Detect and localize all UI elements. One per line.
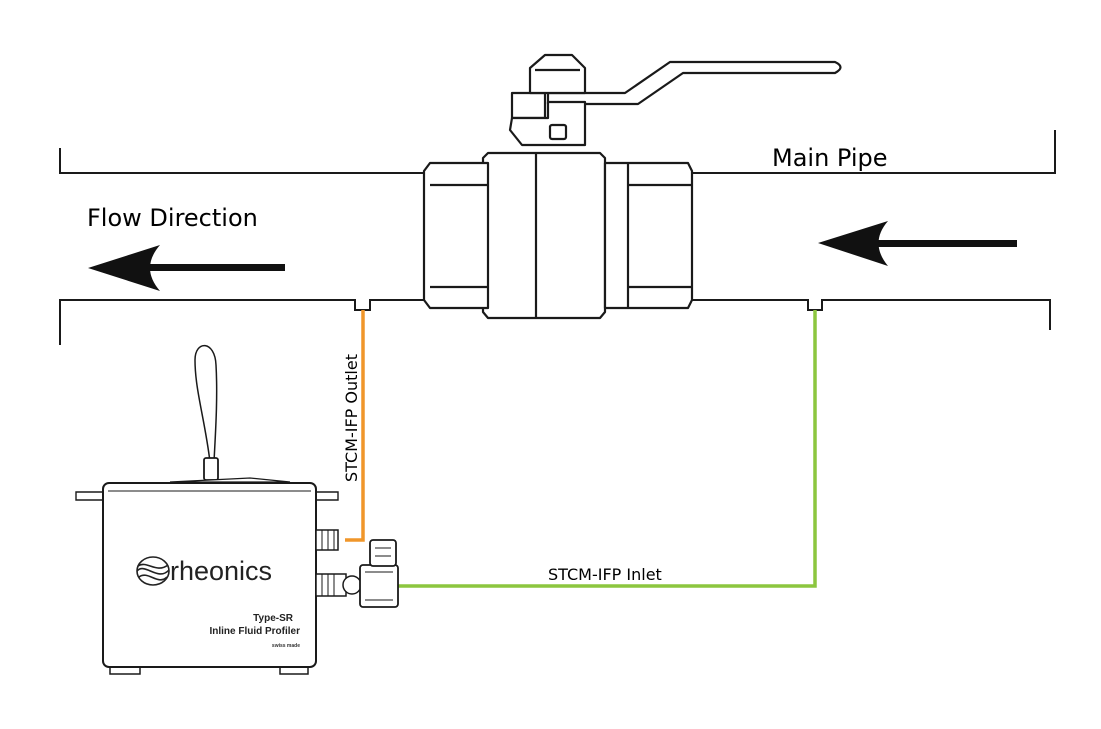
valve-left-hex-line: [430, 183, 488, 289]
device-type: Type-SR: [253, 613, 294, 624]
pipe-bottom-wall-left: [59, 299, 430, 345]
flow-arrow-left: [88, 245, 285, 291]
flow-arrow-right-shaft: [855, 240, 1017, 247]
outlet-label: STCM-IFP Outlet: [342, 354, 361, 482]
solenoid-cap: [369, 539, 397, 567]
valve-body-center: [481, 151, 607, 320]
fluid-profiler-device: [75, 344, 399, 675]
device-top-plate: [169, 477, 291, 483]
ball-valve: [422, 53, 842, 320]
outlet-fitting: [315, 529, 339, 551]
device-cable: [194, 344, 218, 463]
pipe-top-wall-left: [59, 148, 430, 174]
outlet-line: [345, 310, 365, 542]
inlet-label: STCM-IFP Inlet: [548, 565, 662, 584]
valve-handle-lever: [546, 60, 842, 106]
inlet-line: [398, 310, 817, 588]
outlet-fitting-threads: [321, 530, 335, 550]
valve-nut: [528, 53, 587, 95]
flow-arrow-right-head: [818, 221, 888, 266]
valve-right-hex: [603, 161, 694, 310]
inlet-fitting-threads: [321, 574, 335, 596]
device-connector: [203, 457, 219, 481]
solenoid-coil: [359, 564, 399, 608]
valve-left-hex: [422, 161, 490, 310]
pipe-bottom-wall-right: [688, 299, 1051, 330]
pipe-top-wall-right: [688, 130, 1056, 174]
device-brand: rheonics: [170, 556, 272, 586]
flow-arrow-left-shaft: [125, 264, 285, 271]
solenoid-coil-lines: [365, 571, 393, 601]
valve-stem: [510, 91, 547, 120]
flow-arrow-left-head: [88, 245, 160, 291]
device-footnote: swiss made: [272, 643, 300, 649]
inlet-fitting: [315, 573, 347, 597]
flow-arrow-right: [818, 221, 1017, 266]
inlet-elbow: [342, 575, 362, 595]
rheonics-logo-icon: [136, 556, 170, 586]
solenoid-cap-detail: [375, 547, 391, 557]
flow-direction-label: Flow Direction: [87, 204, 258, 232]
main-pipe: [59, 130, 1056, 345]
valve-right-hex-line: [626, 163, 692, 308]
main-pipe-label: Main Pipe: [772, 144, 888, 172]
device-name: Inline Fluid Profiler: [209, 626, 300, 637]
device-feet: [109, 667, 309, 675]
valve-slot: [548, 123, 568, 141]
